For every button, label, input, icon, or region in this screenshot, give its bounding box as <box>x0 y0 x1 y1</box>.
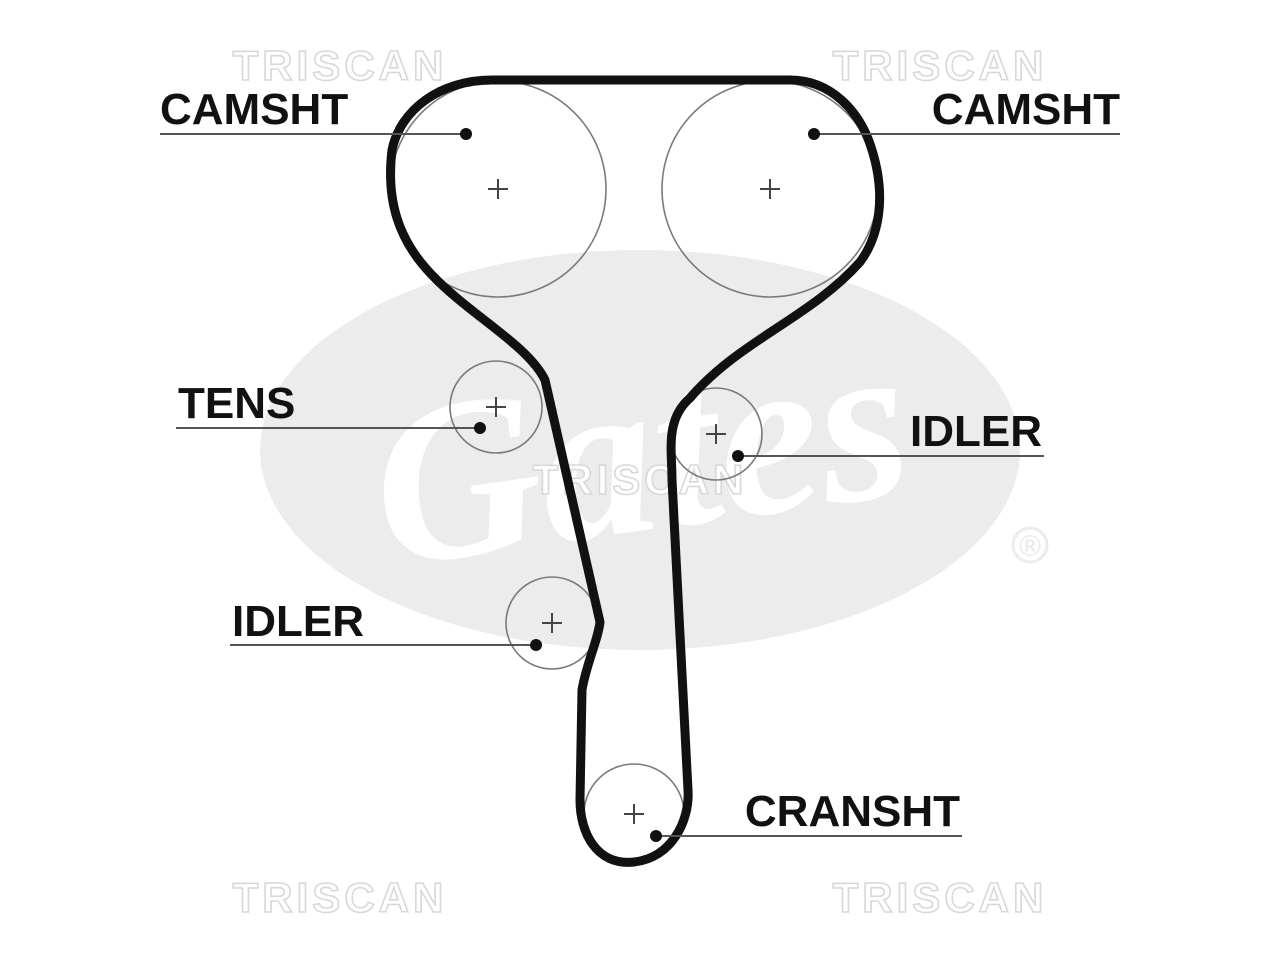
leader-crankshaft-dot <box>650 830 662 842</box>
timing-belt <box>386 75 885 867</box>
registered-mark: ® <box>1019 530 1041 563</box>
pulley-idler-left-center-mark <box>542 613 562 633</box>
label-camshaft-left: CAMSHT <box>160 85 348 134</box>
pulley-tensioner-center-mark <box>486 397 506 417</box>
leader-camshaft-right-dot <box>808 128 820 140</box>
registered-mark-ring <box>1011 526 1049 564</box>
label-idler-right: IDLER <box>910 407 1042 456</box>
pulley-camshaft-right-center-mark <box>760 179 780 199</box>
leader-tensioner-dot <box>474 422 486 434</box>
watermark-top-right: TRISCAN <box>833 42 1048 89</box>
watermark-top-left: TRISCAN <box>233 42 448 89</box>
label-crankshaft: CRANSHT <box>745 787 960 836</box>
pulley-tensioner <box>449 360 543 454</box>
leader-idler-right-dot <box>732 450 744 462</box>
pulley-crankshaft-center-mark <box>624 804 644 824</box>
leader-camshaft-left-dot <box>460 128 472 140</box>
gates-logo: Gates ® <box>260 250 1049 650</box>
label-tensioner: TENS <box>178 379 295 428</box>
label-idler-left: IDLER <box>232 597 364 646</box>
watermark-bottom-left: TRISCAN <box>233 874 448 921</box>
pulley-idler-right-center-mark <box>706 424 726 444</box>
gates-logo-oval <box>260 250 1020 650</box>
pulley-camshaft-left-center-mark <box>488 179 508 199</box>
watermark-bottom-right: TRISCAN <box>833 874 1048 921</box>
leader-idler-left-dot <box>530 639 542 651</box>
label-camshaft-right: CAMSHT <box>932 85 1120 134</box>
pulley-tensioner-outline <box>449 360 543 454</box>
